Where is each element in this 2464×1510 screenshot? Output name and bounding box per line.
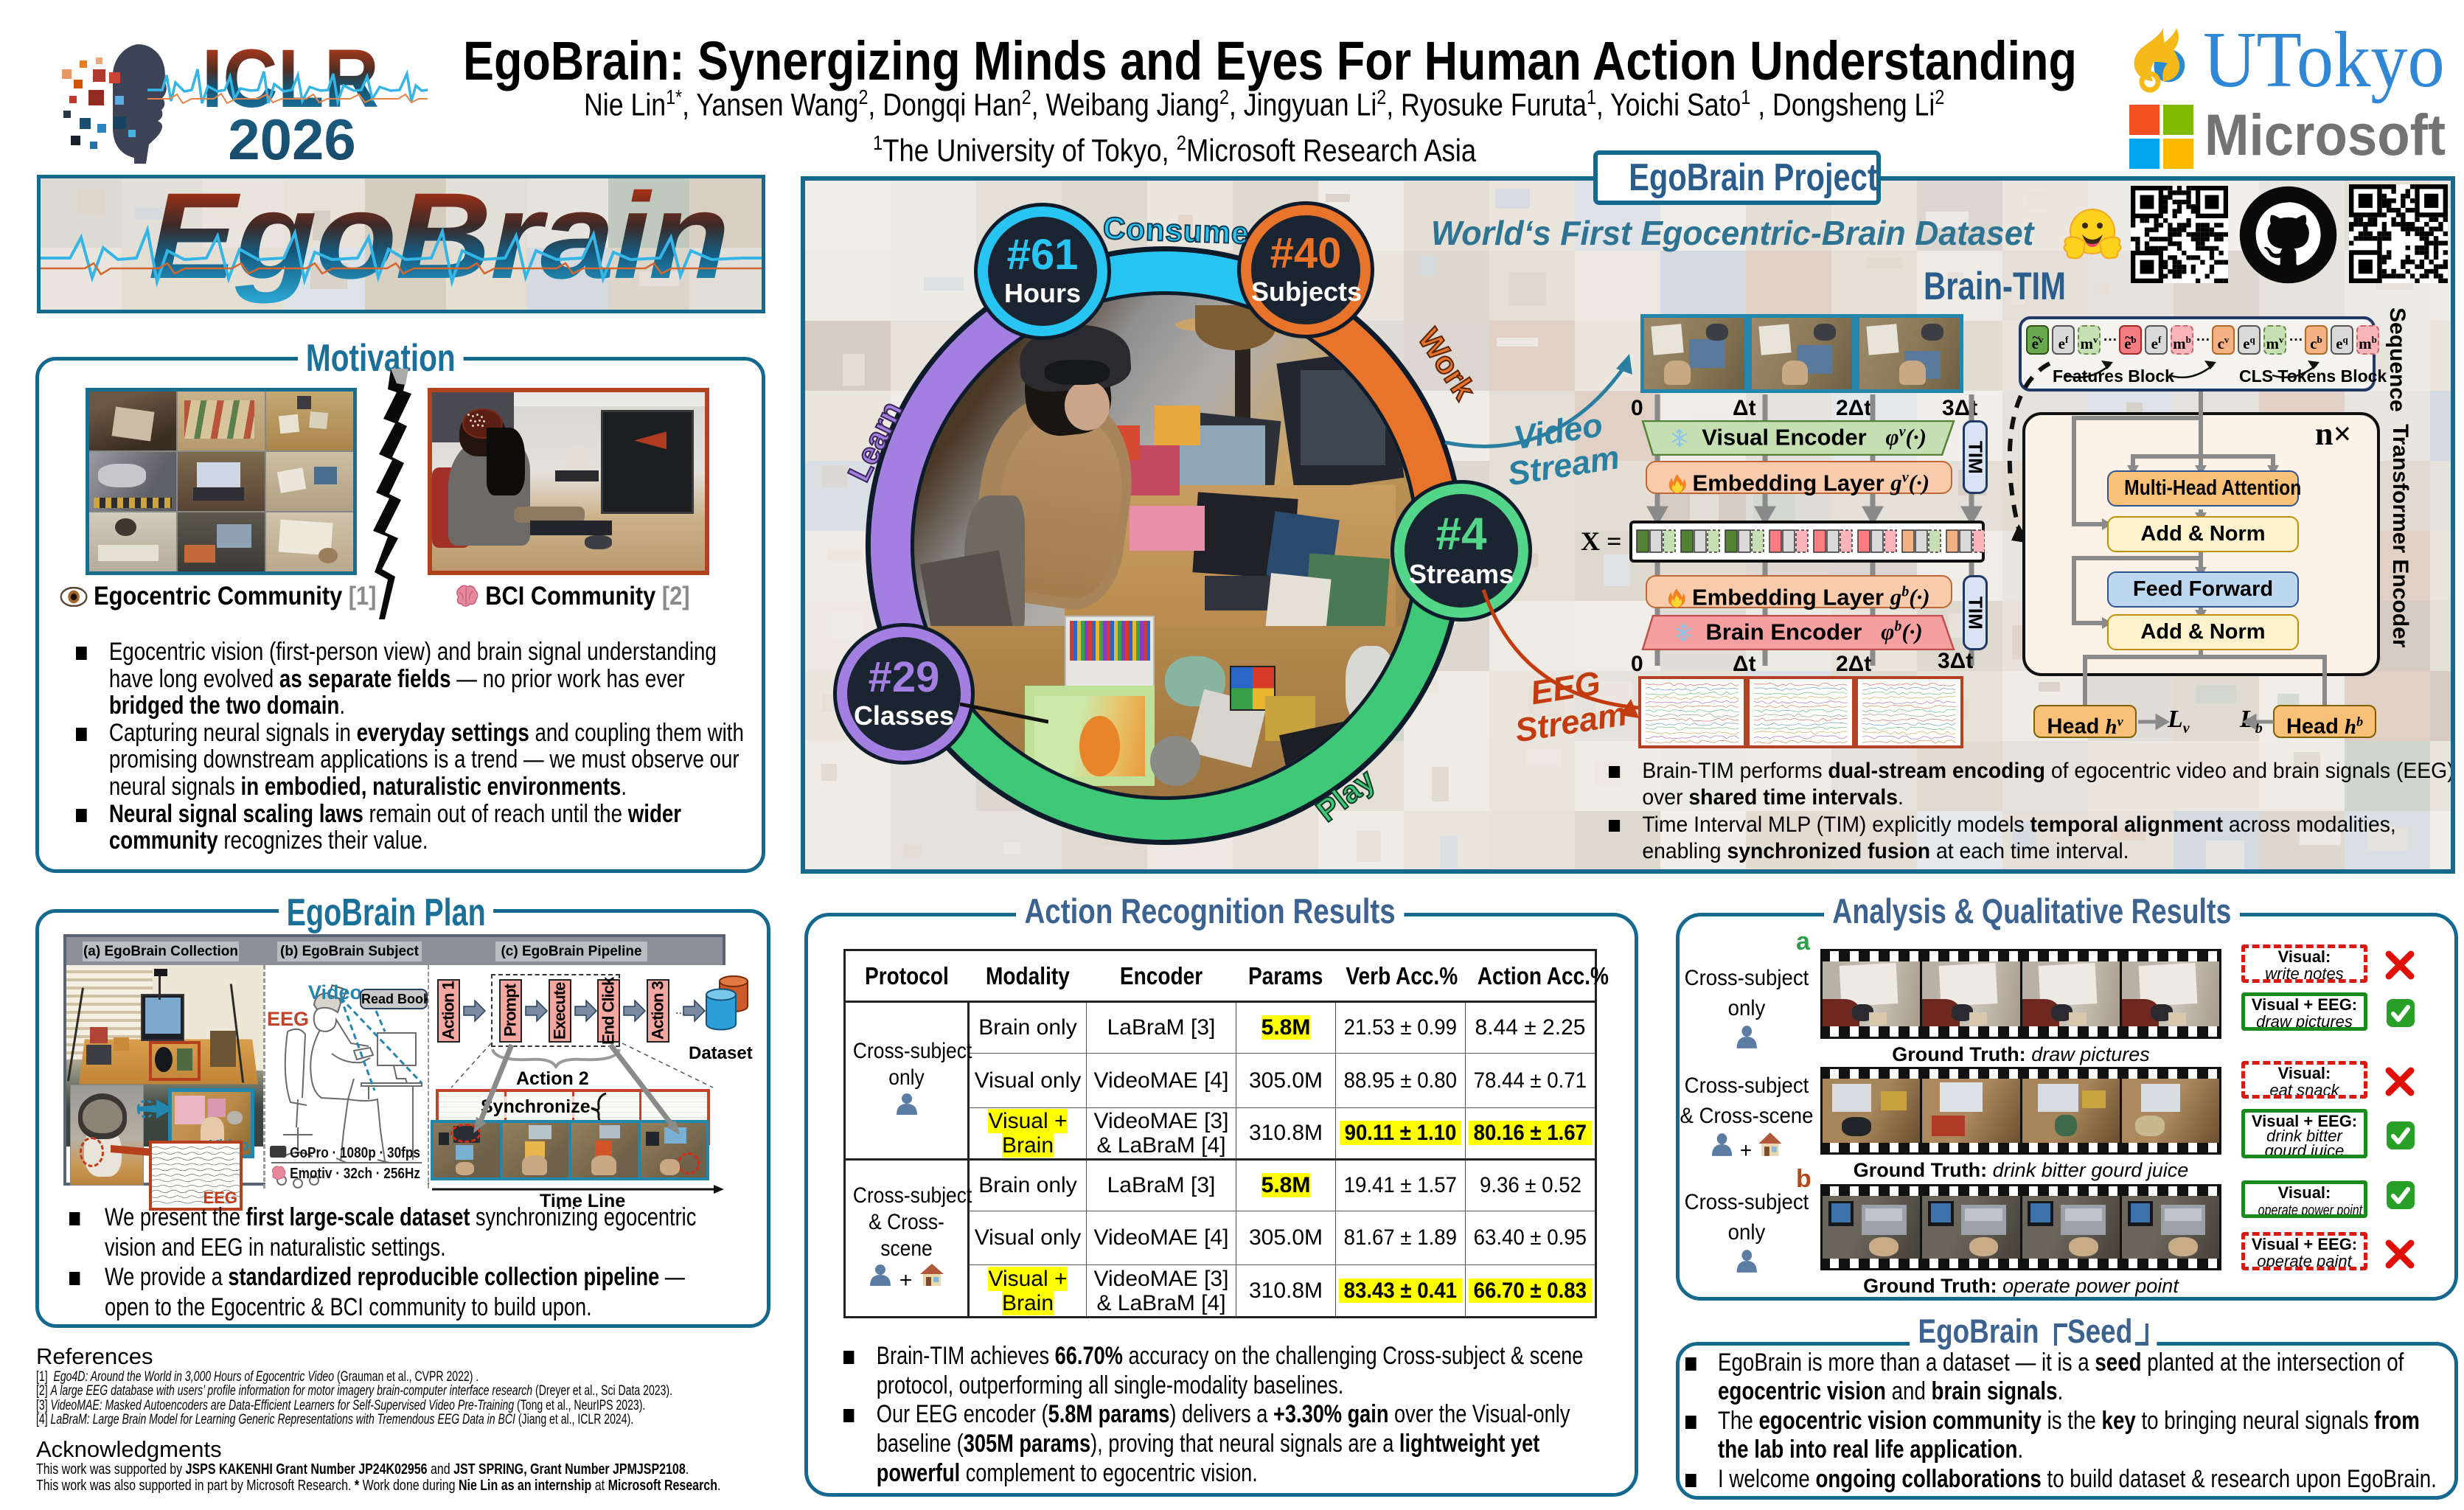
svg-text:...: ... [675,1004,685,1017]
